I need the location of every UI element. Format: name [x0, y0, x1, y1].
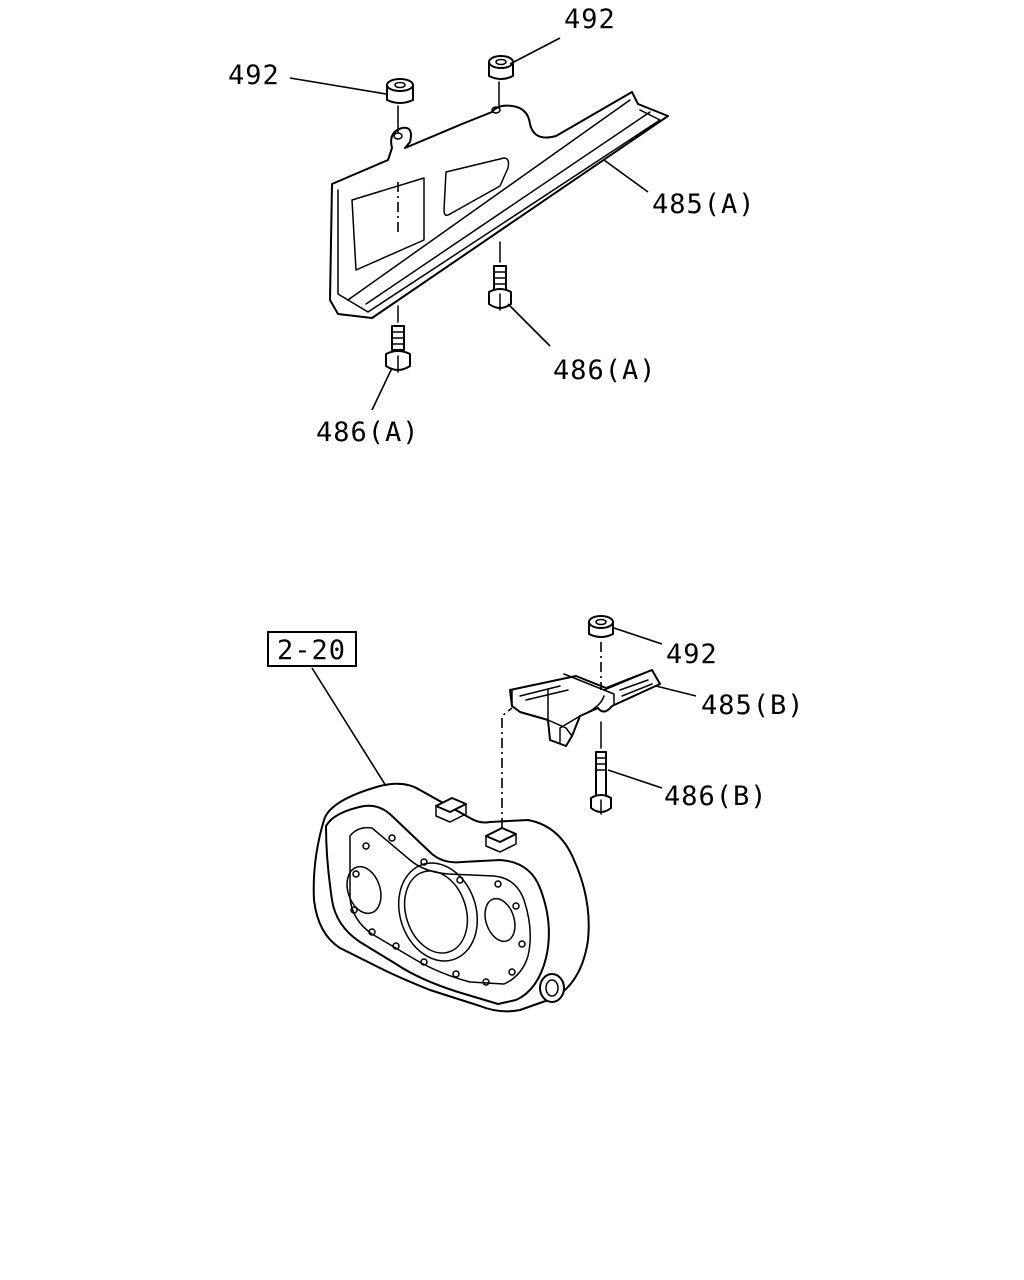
callout-492-bottom: 492	[666, 639, 718, 670]
callout-492-top-left: 492	[228, 60, 280, 91]
callout-486a-right: 486(A)	[553, 355, 657, 386]
callout-486a-left: 486(A)	[316, 417, 420, 448]
callout-485a: 485(A)	[652, 189, 756, 220]
reference-box-2-20: 2-20	[267, 631, 357, 667]
callout-486b: 486(B)	[664, 781, 768, 812]
bracket-485b	[509, 669, 661, 747]
bolt-486b	[590, 721, 612, 815]
reference-label: 2-20	[277, 635, 346, 666]
nut-492-top-right	[488, 55, 514, 107]
bolt-486a-left	[385, 305, 411, 373]
bracket-485a	[329, 91, 669, 319]
nut-492-top-left	[386, 78, 414, 133]
nut-492-bottom	[588, 615, 614, 638]
callout-485b: 485(B)	[701, 690, 805, 721]
housing-2-20	[312, 782, 590, 1013]
bolt-486a-right	[488, 241, 512, 311]
callout-492-top-right: 492	[564, 4, 616, 35]
